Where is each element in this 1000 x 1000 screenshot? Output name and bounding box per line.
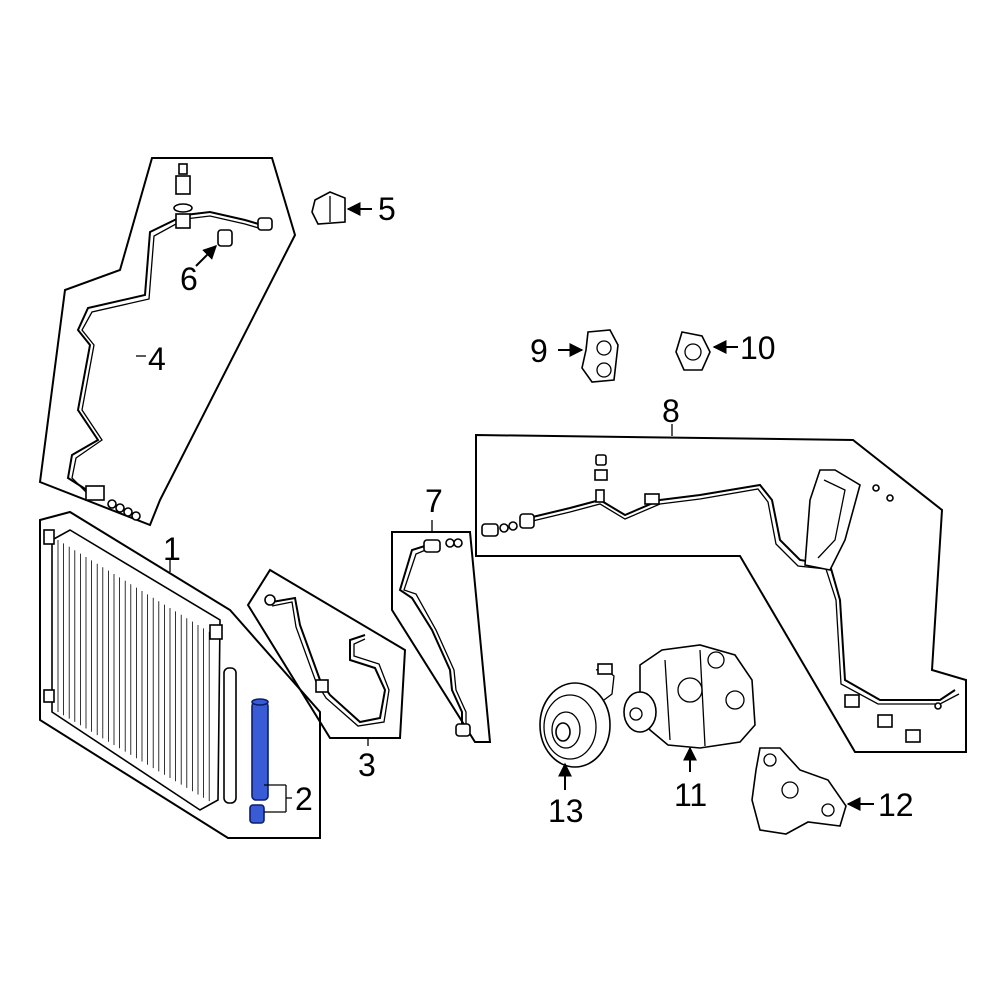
callout-8: 8	[662, 393, 680, 429]
callout-4: 4	[148, 341, 166, 377]
condenser-group-panel	[39, 510, 321, 839]
callout-12: 12	[878, 787, 914, 823]
receiver-drier-part	[249, 698, 292, 824]
hose-assembly-group-panel	[475, 424, 967, 753]
callout-13: 13	[548, 793, 584, 829]
callout-11: 11	[674, 777, 707, 813]
pressure-switch-part	[311, 191, 372, 225]
compressor-clutch-part	[539, 663, 615, 790]
callout-6: 6	[180, 261, 198, 297]
callout-7: 7	[425, 483, 443, 519]
callout-5: 5	[378, 191, 396, 227]
clip-part-10	[675, 331, 738, 371]
callout-10: 10	[740, 330, 776, 366]
callout-2: 2	[295, 781, 313, 817]
condenser-fins	[57, 540, 210, 802]
suction-line-group-panel	[391, 520, 492, 743]
callout-3: 3	[358, 747, 376, 783]
discharge-hose-group-panel	[38, 157, 297, 527]
bracket-part-9	[558, 329, 619, 383]
compressor-bracket-part	[751, 747, 874, 835]
callout-1: 1	[163, 531, 181, 567]
compressor-part	[623, 644, 756, 772]
callout-9: 9	[530, 333, 548, 369]
liquid-line-group-panel	[246, 568, 407, 746]
